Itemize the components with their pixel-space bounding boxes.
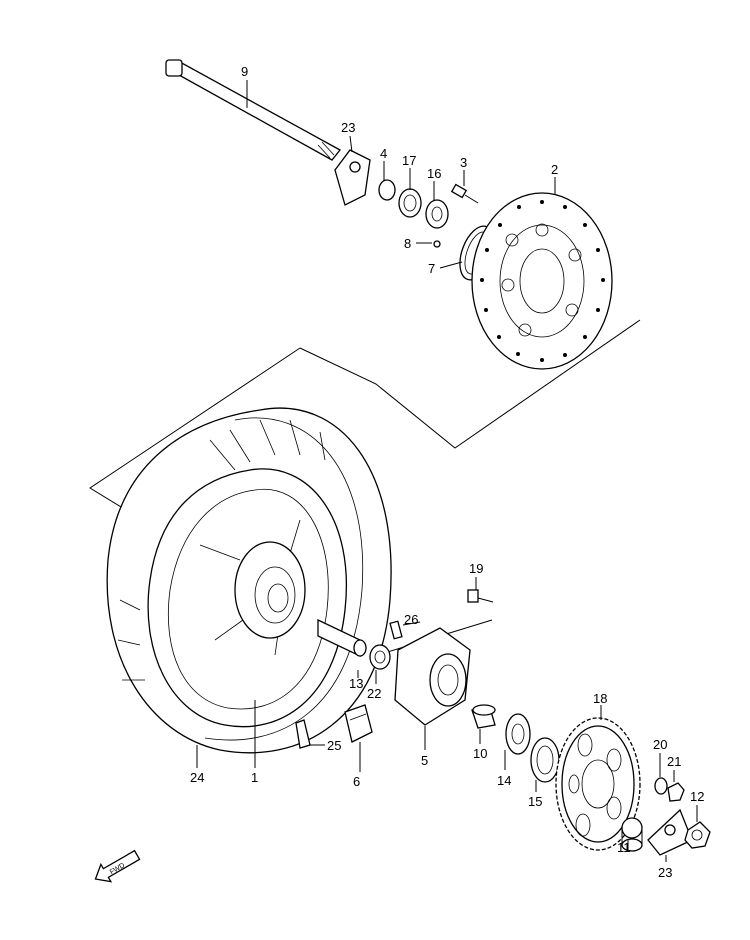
callout-label: 26 [404, 612, 418, 627]
bearing-part [425, 199, 449, 229]
callout-label: 24 [190, 770, 204, 785]
wheel-tire-part [106, 407, 392, 754]
spacer-tube-part [317, 618, 367, 658]
oil-seal-part-15 [530, 737, 560, 783]
disc-bolt-part [450, 183, 479, 204]
callout-label: 10 [473, 746, 487, 761]
spacer-part-10 [471, 704, 496, 729]
sprocket-mount-part [394, 627, 471, 726]
callout-label: 19 [469, 561, 483, 576]
oil-seal-part [398, 188, 422, 218]
callout-label: 18 [593, 691, 607, 706]
fwd-arrow-icon: FWD [94, 849, 141, 883]
callout-label: 2 [551, 162, 558, 177]
axle-part [165, 59, 341, 161]
bearing-part-14 [505, 713, 531, 755]
callout-label: 21 [667, 754, 681, 769]
callout-label: 8 [404, 236, 411, 251]
rear-sprocket-part [555, 717, 641, 851]
bearing-part-22 [369, 644, 391, 670]
callout-label: 3 [460, 155, 467, 170]
chain-adjuster-part-lower [647, 808, 693, 856]
pin-part [389, 620, 403, 640]
brake-disc-part [471, 192, 613, 370]
callout-label: 23 [341, 120, 355, 135]
callout-label: 25 [327, 738, 341, 753]
callout-label: 1 [251, 770, 258, 785]
callout-label: 11 [617, 840, 631, 855]
callout-label: 12 [690, 789, 704, 804]
callout-label: 7 [428, 261, 435, 276]
spacer-part-11 [621, 817, 643, 852]
callout-label: 16 [427, 166, 441, 181]
callout-label: 6 [353, 774, 360, 789]
callout-label: 20 [653, 737, 667, 752]
callout-label: 5 [421, 753, 428, 768]
washer-part [654, 777, 668, 795]
bolt-part-19 [467, 589, 494, 603]
spacer-part [378, 179, 396, 201]
leader-lines [196, 80, 698, 862]
axle-nut-part [684, 821, 711, 849]
callout-label: 22 [367, 686, 381, 701]
damper-part [344, 704, 373, 743]
callout-label: 17 [402, 153, 416, 168]
callout-label: 13 [349, 676, 363, 691]
chain-adjuster-part [334, 149, 371, 206]
callout-label: 14 [497, 773, 511, 788]
nut-part [667, 782, 685, 802]
callout-label: 15 [528, 794, 542, 809]
sensor-screw-part [433, 240, 441, 248]
callout-labels: 9 23 4 17 16 3 2 8 7 19 26 13 22 5 18 10… [190, 64, 704, 880]
callout-label: 4 [380, 146, 387, 161]
assembly-guide-line-upper [299, 319, 641, 449]
callout-label: 9 [241, 64, 248, 79]
callout-label: 23 [658, 865, 672, 880]
